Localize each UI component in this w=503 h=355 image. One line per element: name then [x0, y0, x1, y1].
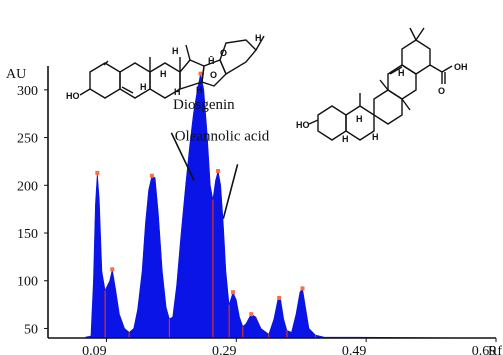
peak-marker — [110, 267, 115, 272]
peak-marker — [231, 290, 236, 295]
annotation-label: Diosgenin — [173, 97, 235, 113]
x-tick-label: 0.49 — [342, 344, 367, 355]
diosgenin-h7-label: H — [255, 33, 262, 43]
diosgenin-h4-label: H — [196, 85, 203, 95]
diosgenin-structure-icon: HO O O H H H H H H̄ H — [66, 33, 265, 101]
y-tick-label: 200 — [17, 179, 38, 194]
peak-marker — [249, 312, 254, 317]
oleanolic-h4-label: H — [372, 132, 379, 142]
x-tick-label: 0.69 — [472, 344, 497, 355]
annotation-pointer — [170, 132, 195, 181]
oleanolic-h2-label: H — [356, 114, 363, 124]
diosgenin-h3-label: H — [174, 87, 181, 97]
oleanolic-acid-structure-icon: HO OH O H H H H — [296, 27, 468, 144]
annotation-label: Oleannolic acid — [175, 128, 270, 144]
oleanolic-h3-label: H — [342, 134, 349, 144]
peak-marker — [149, 173, 154, 178]
y-tick-label: 100 — [17, 275, 38, 290]
diosgenin-ho-label: HO — [66, 91, 80, 101]
oleanolic-ho-label: HO — [296, 120, 310, 130]
y-axis-label: AU — [6, 67, 26, 82]
diosgenin-h1-label: H — [160, 69, 167, 79]
peak-marker — [300, 286, 305, 291]
oleanolic-oh-label: OH — [454, 62, 468, 72]
x-tick-label: 0.09 — [82, 344, 107, 355]
peak-marker — [216, 168, 221, 173]
y-tick-label: 50 — [24, 322, 38, 337]
x-axis-label: Rf — [488, 344, 502, 355]
peak-marker — [95, 170, 100, 175]
oleanolic-h1-label: H — [398, 68, 405, 78]
peak-marker — [198, 71, 203, 76]
x-tick-label: 0.29 — [212, 344, 237, 355]
y-tick-label: 150 — [17, 227, 38, 242]
peak-marker — [277, 295, 282, 300]
diosgenin-h6-label: H̄ — [208, 56, 215, 66]
diosgenin-h2-label: H — [140, 82, 147, 92]
annotation-pointer — [222, 164, 239, 219]
y-tick-label: 250 — [17, 132, 38, 147]
plot-area: 50 100 150 200 250 300 0.09 0.29 0.49 0.69 AU Rf Dio… — [6, 66, 502, 355]
diosgenin-h5-label: H — [172, 46, 179, 56]
oleanolic-o-label: O — [438, 86, 445, 96]
diosgenin-o2-label: O — [210, 70, 217, 80]
diosgenin-o1-label: O — [220, 48, 227, 58]
chromatogram-area — [85, 73, 497, 339]
y-tick-label: 300 — [17, 84, 38, 99]
